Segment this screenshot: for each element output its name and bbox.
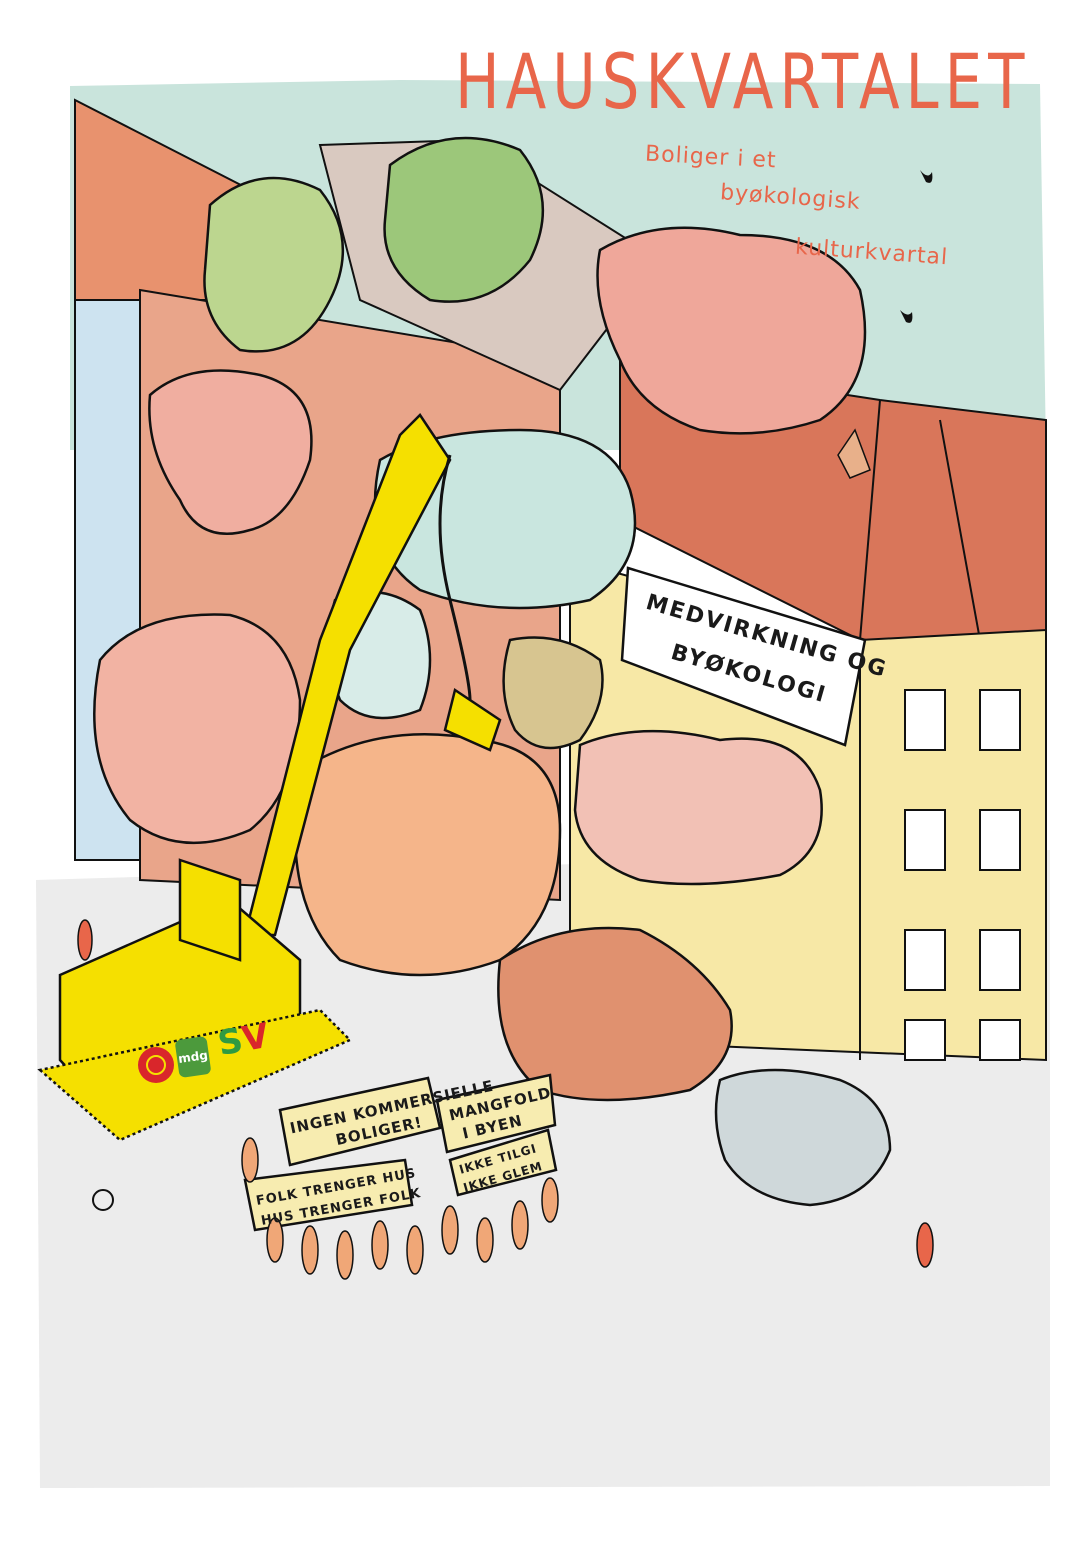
scene-food-hall (293, 733, 562, 977)
scene-kitchen (573, 729, 823, 886)
bird-icon (900, 310, 913, 323)
scene-sauna (497, 926, 733, 1102)
scene-band (714, 1068, 892, 1207)
medvirkning-banner (620, 566, 867, 747)
scene-texture (502, 636, 604, 750)
scene-beekeeper (203, 176, 345, 353)
scene-climbing (148, 369, 313, 535)
protest-crowd (241, 1137, 559, 1280)
birdhouse-icon (837, 428, 871, 479)
mdg-logo: mdg (174, 1035, 212, 1079)
poster-title: HAUSKVARTALET (455, 38, 1031, 127)
windows (904, 689, 1021, 1061)
rose-logo-icon (138, 1047, 174, 1083)
sign-mangfold (435, 1073, 557, 1154)
scene-cafe (93, 613, 302, 845)
sign-ingen-kommersielle (278, 1076, 442, 1167)
bird-icon (920, 170, 933, 183)
sign-ikke-tilgi (448, 1128, 558, 1197)
scene-workshop (596, 226, 867, 435)
sign-folk-trenger-hus (243, 1158, 414, 1232)
protest-signs (243, 1073, 558, 1232)
pedestrian (916, 1222, 934, 1268)
pedestrian (77, 919, 93, 961)
scene-greenhouse (383, 136, 545, 303)
cyclist (92, 1189, 114, 1211)
